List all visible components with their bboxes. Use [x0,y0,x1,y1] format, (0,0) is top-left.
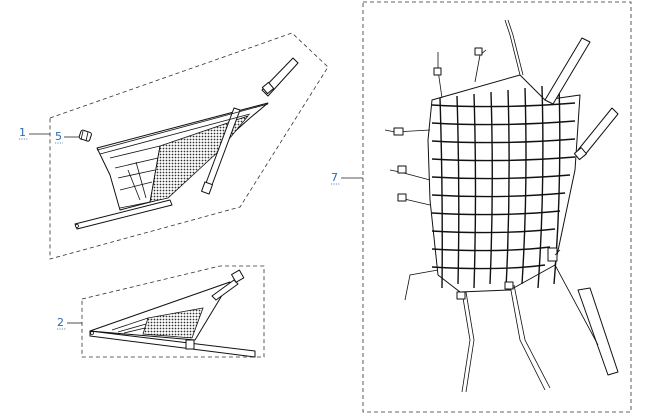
part-1-net-panel[interactable] [74,57,299,230]
assembly-2-dashed-boundary [81,265,265,358]
callout-7[interactable]: 7 [331,171,338,184]
net-strand-horizontal [431,192,566,198]
callout-1[interactable]: 1 [19,126,26,139]
assembly-7-group: 7 [331,1,632,413]
net-strand-horizontal [431,228,556,234]
net-strand-vertical [521,87,527,285]
net-strand-horizontal [431,264,546,270]
part-5-buckle[interactable] [78,129,92,142]
net-strand-horizontal [431,120,576,126]
net-strand-horizontal [431,156,576,162]
net-strand-vertical [439,97,443,289]
net-strand-vertical [489,91,493,285]
part-7-cargo-net[interactable] [384,19,619,393]
net-strand-horizontal [431,246,551,252]
callout-5[interactable]: 5 [55,130,62,143]
assembly-7-dashed-boundary [362,1,632,413]
net-strand-vertical [456,95,460,285]
net-strand-vertical [537,85,544,289]
net-strand-vertical [473,93,477,289]
net-strand-horizontal [431,138,576,144]
net-strand-vertical [505,89,510,289]
net-strand-horizontal [431,210,561,216]
callout-2[interactable]: 2 [57,316,64,329]
assembly-1-group: 1 5 [19,32,329,260]
assembly-2-group: 2 [57,265,265,358]
net-strand-horizontal [431,102,576,108]
net-strand-horizontal [431,174,571,180]
part-2-net-panel[interactable] [89,269,256,358]
assembly-1-dashed-boundary [49,32,329,260]
